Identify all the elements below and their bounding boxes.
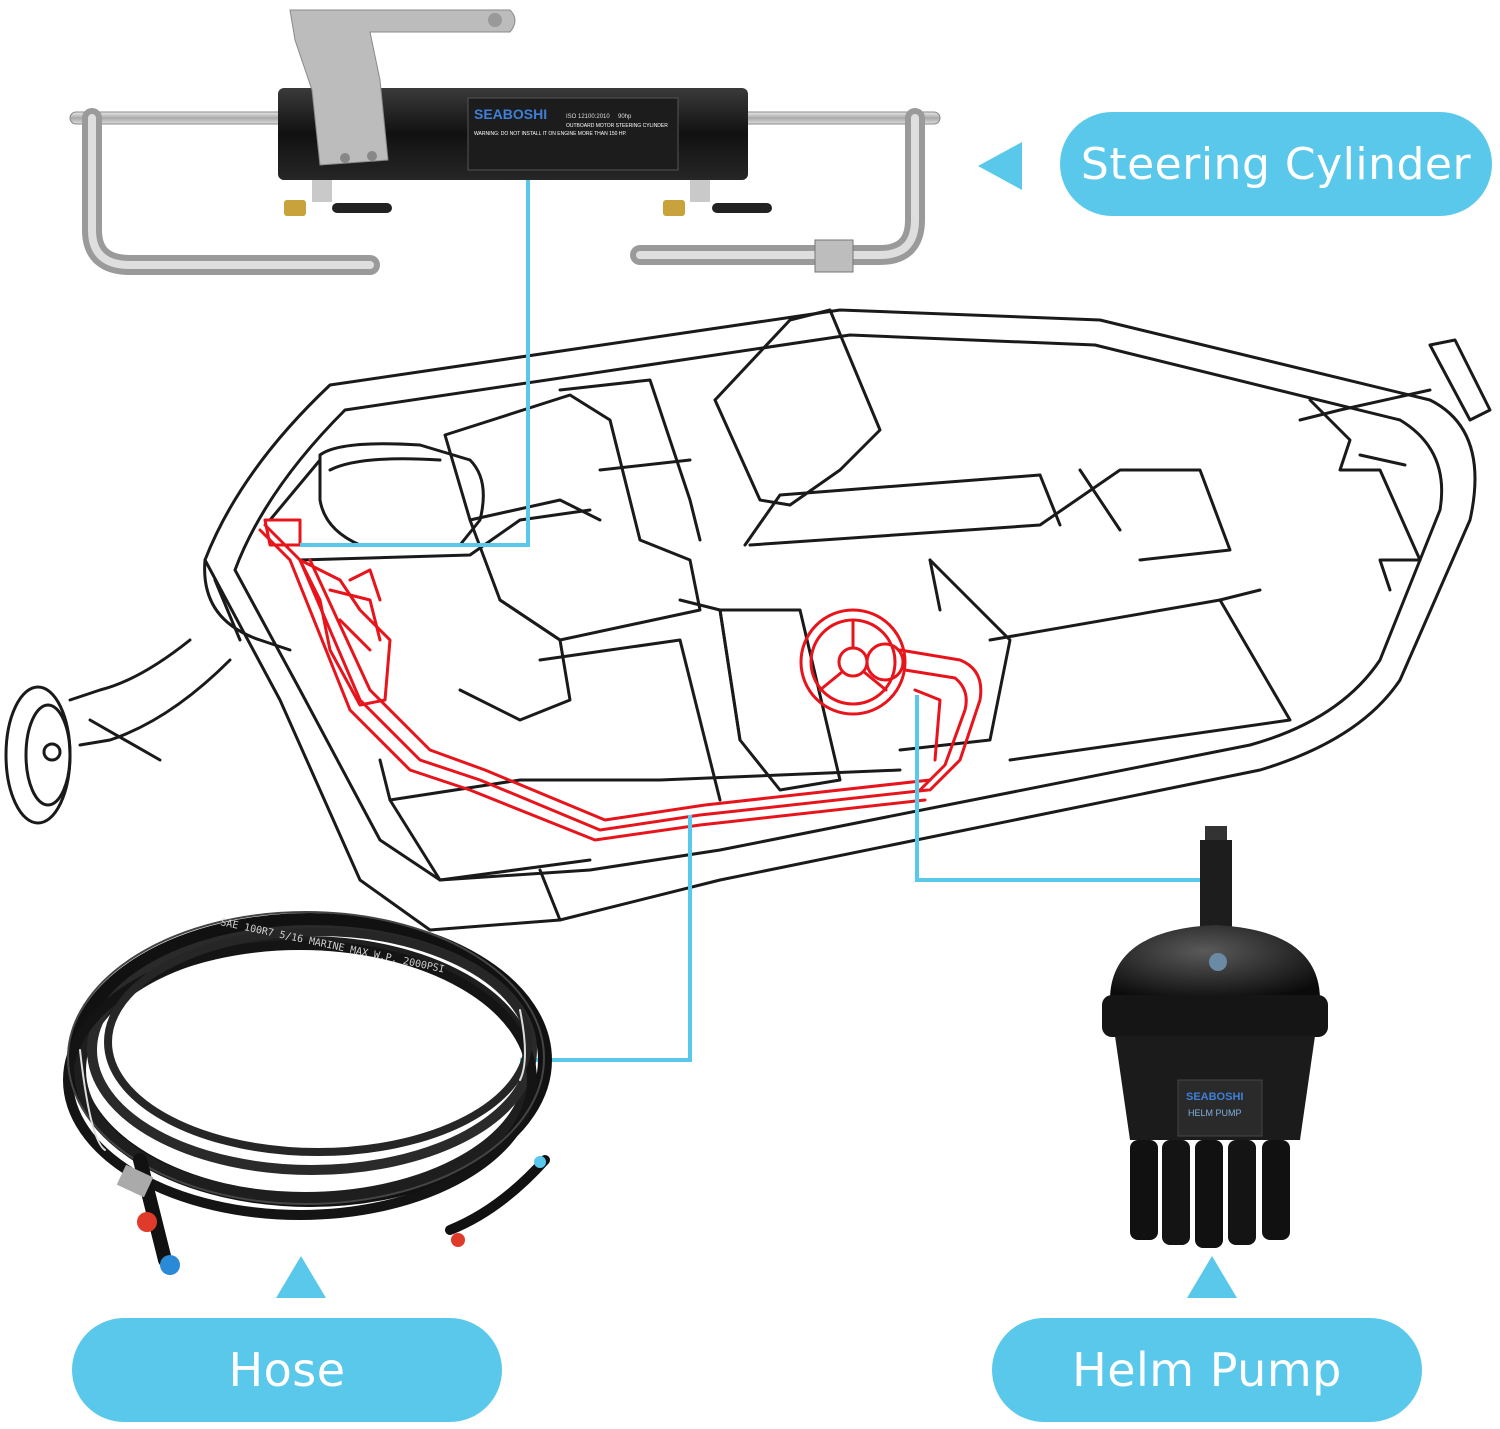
- helm-pump-illustration: [1102, 826, 1328, 1248]
- hose-text: Hose: [228, 1343, 346, 1397]
- hydraulic-lines: [258, 518, 983, 842]
- hose-label: Hose: [72, 1318, 502, 1422]
- helm-brand: SEABOSHI: [1186, 1091, 1243, 1103]
- hose-coil-illustration: [63, 911, 552, 1275]
- hose-pointer-icon: [276, 1256, 326, 1298]
- steering-cylinder-text: Steering Cylinder: [1080, 138, 1472, 190]
- helm-pump-label: Helm Pump: [992, 1318, 1422, 1422]
- cylinder-subtitle: OUTBOARD MOTOR STEERING CYLINDER: [566, 123, 668, 129]
- cylinder-cert: ISO 12100:2010: [566, 114, 610, 120]
- steering-pointer-icon: [978, 142, 1022, 190]
- steering-cylinder-label: Steering Cylinder: [1060, 112, 1492, 216]
- cylinder-rating: 90hp: [618, 114, 632, 120]
- helm-pump-text: Helm Pump: [1072, 1343, 1342, 1397]
- connector-lines: [300, 180, 1215, 1062]
- steering-cylinder-illustration: [69, 9, 941, 275]
- boat-outline: [4, 308, 1492, 932]
- cylinder-warning: WARNING: DO NOT INSTALL IT ON ENGINE MOR…: [474, 131, 627, 137]
- helm-name: HELM PUMP: [1188, 1108, 1242, 1118]
- helm-pointer-icon: [1187, 1256, 1237, 1298]
- cylinder-brand: SEABOSHI: [474, 106, 547, 122]
